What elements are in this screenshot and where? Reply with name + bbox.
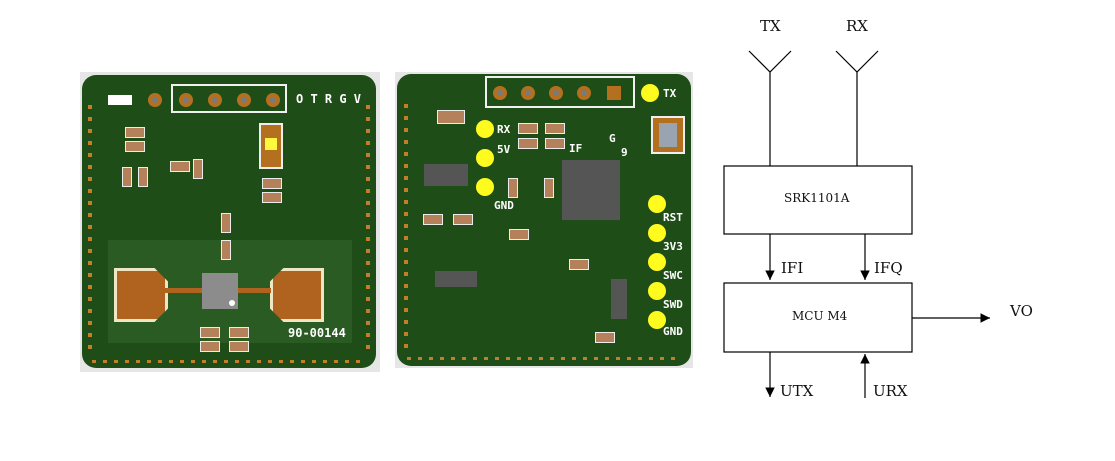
pad-swc: [648, 253, 666, 271]
urx-label: URX: [873, 382, 908, 400]
pin-0: [493, 86, 507, 100]
srk-block-label: SRK1101A: [784, 191, 850, 205]
label-swd: SWD: [663, 298, 683, 311]
cap-2: [125, 141, 145, 152]
label-5v: 5V: [497, 143, 511, 156]
pad-gnd-left: [476, 178, 494, 196]
part-number: 90-00144: [288, 326, 346, 340]
sot-ic-bottom-right: [611, 279, 627, 319]
cap-12: [595, 332, 615, 343]
cap-4: [138, 167, 148, 187]
pad-rst: [648, 195, 666, 213]
vo-label: VO: [1010, 302, 1033, 320]
header-box: [171, 84, 287, 113]
header-box: [485, 76, 635, 108]
middle-pcb: TX RX 5V GND RST 3V3 SWC SWD GND IF G 9: [397, 74, 691, 366]
via-col-left: [88, 105, 92, 355]
label-rst: RST: [663, 211, 683, 224]
label-rx: RX: [497, 123, 511, 136]
cap-7: [544, 178, 554, 198]
pad-gnd-right: [648, 311, 666, 329]
cap-1: [437, 110, 465, 124]
pad-3v3: [648, 224, 666, 242]
cap-2: [518, 123, 538, 134]
header-pin-label: O T R G V: [296, 92, 362, 106]
mcu-block-label: MCU M4: [792, 309, 848, 323]
tx-antenna-icon: [748, 50, 792, 73]
via-col-right: [366, 105, 370, 355]
ifq-label: IFQ: [874, 259, 903, 277]
utx-label: UTX: [780, 382, 814, 400]
resistor-sm: [108, 95, 132, 105]
cap-9: [221, 213, 231, 233]
cap-8: [262, 192, 282, 203]
cap-14: [229, 341, 249, 352]
tx-antenna-label: TX: [760, 17, 781, 35]
cap-11: [200, 327, 220, 338]
label-if: IF: [569, 142, 583, 155]
cap-10: [221, 240, 231, 260]
mcu-chip: [562, 160, 620, 220]
patch-antenna-right: [270, 268, 324, 322]
crystal: [651, 116, 685, 154]
cap-6: [193, 159, 203, 179]
cap-12: [200, 341, 220, 352]
pin-1: [521, 86, 535, 100]
pin-2: [549, 86, 563, 100]
pin-0: [148, 93, 162, 107]
cap-13: [229, 327, 249, 338]
via-col-left: [404, 104, 408, 354]
patch-antenna-left: [114, 268, 168, 322]
cap-11: [569, 259, 589, 270]
cap-5: [170, 161, 190, 172]
rx-antenna-icon: [835, 50, 879, 73]
label-gnd-right: GND: [663, 325, 683, 338]
srk-block: [723, 165, 913, 235]
cap-10: [509, 229, 529, 240]
cap-6: [508, 178, 518, 198]
pin-4: [266, 93, 280, 107]
pad-5v: [476, 149, 494, 167]
pin-3: [577, 86, 591, 100]
pin-1: [179, 93, 193, 107]
label-g: G: [609, 132, 616, 145]
pad-swd: [648, 282, 666, 300]
label-swc: SWC: [663, 269, 683, 282]
ifi-label: IFI: [781, 259, 804, 277]
left-pcb: O T R G V 90-00144: [82, 75, 376, 368]
regulator-ic: [424, 164, 468, 186]
cap-4: [518, 138, 538, 149]
via-row-bottom: [92, 360, 362, 363]
sot-ic-bottom-left: [435, 271, 477, 287]
pad-rx: [476, 120, 494, 138]
rx-antenna-label: RX: [846, 17, 868, 35]
label-tx: TX: [663, 87, 677, 100]
pin-3: [237, 93, 251, 107]
pin-2: [208, 93, 222, 107]
label-9: 9: [621, 146, 628, 159]
cap-1: [125, 127, 145, 138]
led: [259, 123, 283, 169]
cap-3: [545, 123, 565, 134]
pin-square: [607, 86, 621, 100]
cap-8: [423, 214, 443, 225]
pad-tx: [641, 84, 659, 102]
cap-5: [545, 138, 565, 149]
via-row-bottom: [407, 357, 677, 360]
cap-7: [262, 178, 282, 189]
cap-3: [122, 167, 132, 187]
label-gnd-left: GND: [494, 199, 514, 212]
radar-chip: [202, 273, 238, 309]
cap-9: [453, 214, 473, 225]
label-3v3: 3V3: [663, 240, 683, 253]
